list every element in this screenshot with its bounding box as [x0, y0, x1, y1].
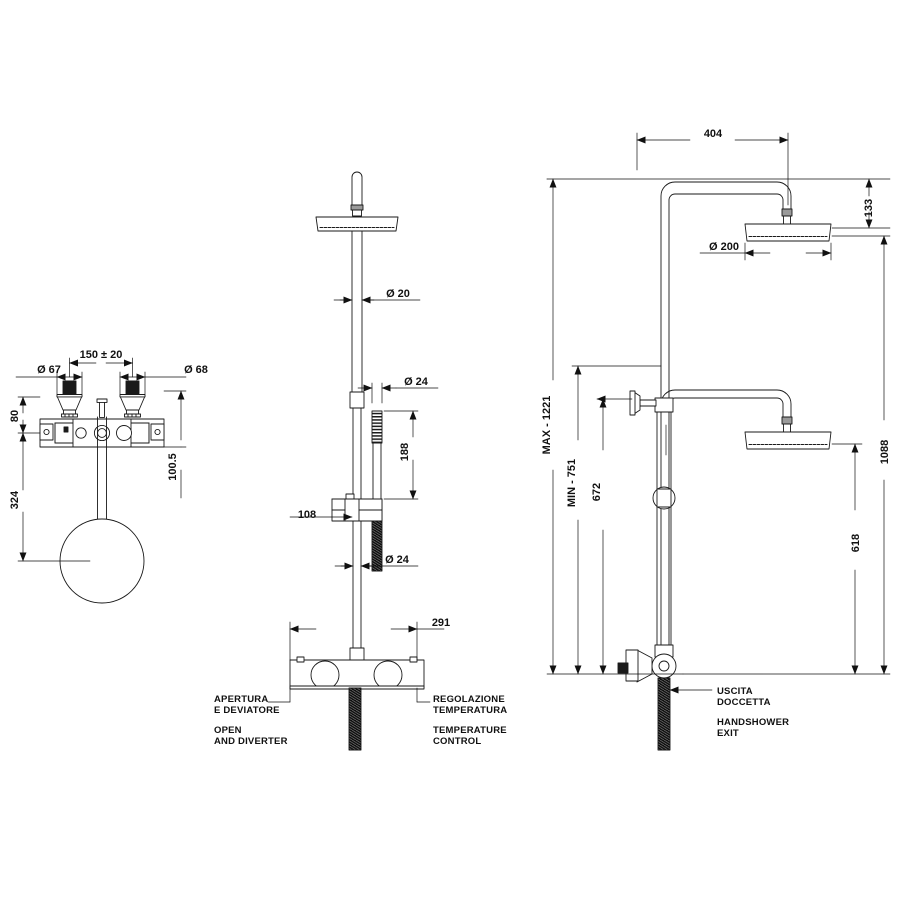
dim-body-height: 80: [9, 410, 21, 422]
dim-rail-height: 618: [850, 534, 862, 552]
callout-handshower-exit-en-2: EXIT: [717, 728, 739, 739]
dim-riser-dia: Ø 20: [386, 288, 410, 300]
dim-head-drop: 133: [863, 199, 875, 217]
callout-open-diverter-it-1: APERTURA: [214, 694, 268, 705]
dim-head-dia: Ø 200: [709, 241, 739, 253]
middle-lower-riser: [349, 520, 365, 661]
left-view-drop-tube: [59, 416, 145, 604]
right-wall-bracket: [629, 390, 657, 416]
middle-view-geometry: [289, 171, 425, 751]
right-valve-rosette: [119, 380, 146, 418]
middle-shower-head: [315, 216, 399, 232]
middle-handshower-wand: [371, 410, 383, 572]
right-lower-arm: [660, 389, 832, 450]
callout-temp-control-it-2: TEMPERATURA: [433, 705, 507, 716]
left-view-spindle: [96, 398, 108, 418]
middle-top-wand: [350, 171, 364, 217]
dim-total-min: MIN - 751: [566, 459, 578, 507]
right-view-dimensions: [546, 132, 891, 694]
dim-right-offset: 100.5: [167, 453, 179, 481]
dim-arm-reach: 404: [704, 128, 723, 140]
callout-handshower-exit-it-2: DOCCETTA: [717, 697, 771, 708]
callout-temp-control-en-2: CONTROL: [433, 736, 481, 747]
left-view-geometry: [39, 380, 165, 604]
dim-mixer-width: 291: [432, 617, 450, 629]
dim-slider-height: 672: [591, 483, 603, 501]
dim-hose-dia-top: Ø 24: [404, 376, 429, 388]
callout-open-diverter-en-2: AND DIVERTER: [214, 736, 288, 747]
dim-spacing: 150 ± 20: [80, 349, 123, 361]
dim-hose-dia-bottom: Ø 24: [385, 554, 410, 566]
middle-view-dimensions: [267, 296, 445, 703]
dim-handshower-length: 188: [399, 443, 411, 461]
callout-temp-control-it-1: REGOLAZIONE: [433, 694, 505, 705]
callout-open-diverter-en-1: OPEN: [214, 725, 242, 736]
dim-drop-length: 324: [9, 490, 21, 509]
middle-riser-pipe: [349, 230, 365, 501]
dim-right-rosette: Ø 68: [184, 364, 208, 376]
left-valve-rosette: [56, 380, 83, 418]
callout-handshower-exit-it-1: USCITA: [717, 686, 753, 697]
left-view-mixer-body: [39, 418, 165, 448]
dim-head-height: 1088: [879, 440, 891, 464]
callout-temp-control-en-1: TEMPERATURE: [433, 725, 507, 736]
dim-total-max: MAX - 1221: [541, 396, 553, 455]
right-upper-arm: [660, 181, 832, 681]
right-riser: [617, 390, 677, 751]
callout-handshower-exit-en-1: HANDSHOWER: [717, 717, 789, 728]
right-view-geometry: [617, 181, 832, 751]
left-view-dimensions: [15, 357, 187, 562]
dimension-text-layer: 150 ± 20 Ø 67 Ø 68 80 100.5 324 Ø 20 Ø 2…: [9, 128, 891, 747]
dim-holder-offset: 108: [298, 509, 316, 521]
middle-mixer-body: [289, 656, 425, 751]
callout-open-diverter-it-2: E DEVIATORE: [214, 705, 280, 716]
dim-left-rosette: Ø 67: [37, 364, 61, 376]
